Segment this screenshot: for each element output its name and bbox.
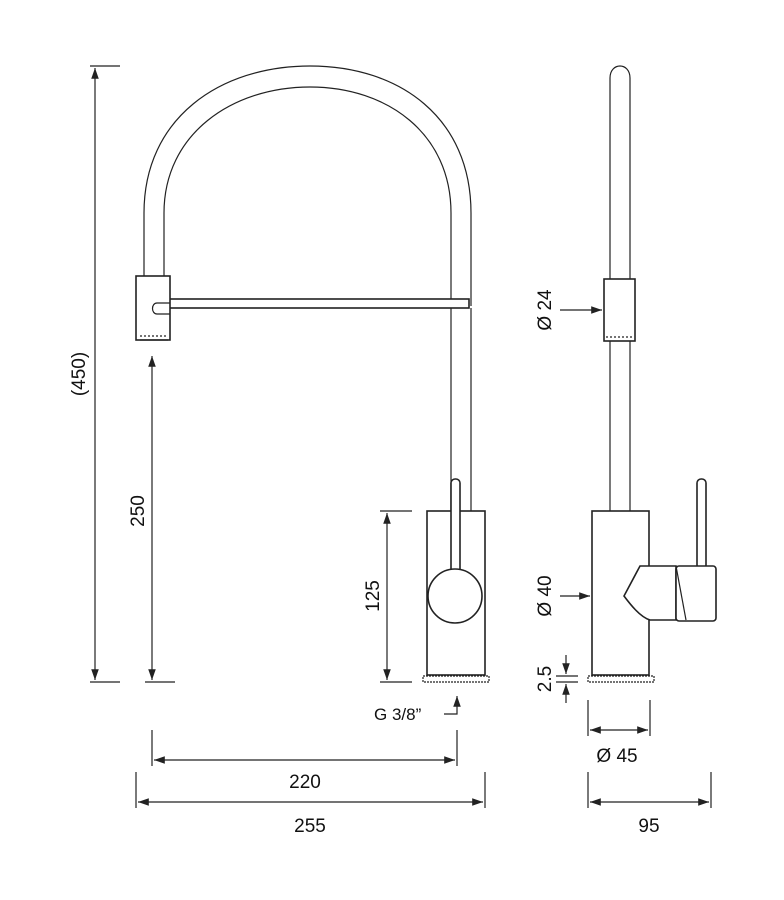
front-view: (450) 250 125 G 3/8” 220 255 [69,65,490,837]
dim-spout-height: 250 [128,495,149,527]
dim-reach: 220 [289,772,321,793]
dim-hose-diameter: Ø 24 [535,289,556,331]
spout-arch-outer [143,65,472,306]
mixer-lever [450,478,461,580]
side-view: Ø 24 Ø 40 2.5 Ø 45 95 [535,65,717,837]
side-hose-sleeve [603,278,636,342]
side-lever-stem [696,478,707,570]
side-lever-handle [623,565,677,621]
spray-head-hook [151,302,170,315]
dim-total-height: (450) [69,352,90,396]
base-ring [422,675,490,683]
mixer-knob [427,568,483,624]
side-base-ring [587,675,655,683]
dim-base-thickness: 2.5 [535,666,556,692]
connection-label: G 3/8” [374,705,422,724]
connection-leader [444,696,461,715]
side-lever-cap [675,565,717,622]
dim-total-depth: 255 [294,816,326,837]
dim-width: 95 [638,816,659,837]
dim-base-diameter: Ø 45 [596,746,637,767]
side-spout-top [609,65,631,280]
dim-body-height: 125 [363,580,384,612]
side-lever-edge [675,565,687,621]
hose [167,298,470,309]
spout-arch-inner [163,86,452,300]
dim-body-diameter: Ø 40 [535,575,556,616]
